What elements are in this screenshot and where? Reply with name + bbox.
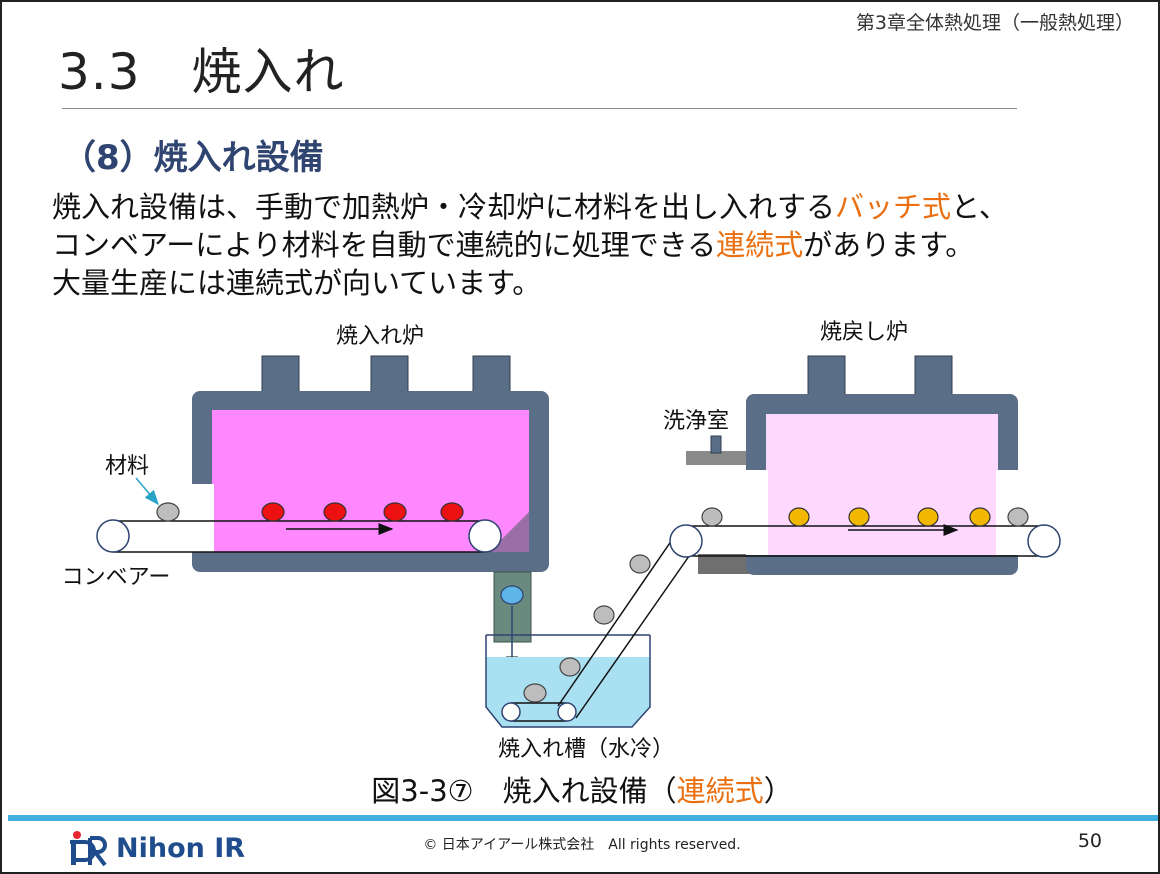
body-line-1-end: と、 [951,190,1008,224]
figure-caption: 図3-3⑦ 焼入れ設備（連続式） [2,768,1158,810]
hot-part [440,502,464,522]
temper-roller-right [1027,524,1061,558]
temper-chimney-2 [914,355,953,401]
hot-part [261,502,285,522]
temper-furnace-chamber [766,414,998,555]
company-logo: Nihon IR [68,828,245,868]
body-line-1: 焼入れ設備は、手動で加熱炉・冷却炉に材料を出し入れするバッチ式と、 [52,188,1008,226]
caption-end: ） [763,774,793,808]
tempered-part [788,507,810,527]
logo-text: Nihon IR [116,832,246,864]
temper-furnace [746,355,1018,575]
page-title: 3.3 焼入れ [58,43,345,101]
temper-furnace-exit [996,470,1018,555]
quench-furnace-label: 焼入れ炉 [336,324,424,349]
body-line-2-end: があります。 [803,228,975,262]
title-divider [62,108,1017,109]
conveyor-roller-left [96,519,130,553]
batch-type-highlight: バッチ式 [835,190,952,224]
tempered-part [848,507,870,527]
footer-bar [8,815,1158,821]
tank-roller-right [557,702,577,722]
conveyor-roller-right [468,519,502,553]
temper-chimney-1 [807,355,846,401]
cold-part [629,554,651,574]
tempered-part [969,507,991,527]
continuous-type-highlight: 連続式 [716,228,804,262]
cold-part [559,657,581,677]
dropping-part [500,585,524,605]
incline-conveyor [501,533,695,722]
cold-part [1007,507,1029,527]
temper-conveyor [669,524,1061,558]
section-subtitle: （8）焼入れ設備 [62,138,324,178]
hot-part [383,502,407,522]
hot-part [323,502,347,522]
nihon-ir-logo-icon [70,831,107,867]
material-pointer-arrow [135,477,159,506]
material-label: 材料 [105,454,149,479]
cold-part [593,605,615,625]
temper-furnace-label: 焼戻し炉 [820,320,908,345]
temper-furnace-entry [746,470,768,555]
cold-part [156,502,180,522]
copyright: © 日本アイアール株式会社 All rights reserved. [423,837,741,853]
wash-room-nozzle [710,435,722,454]
page-number: 50 [1077,830,1102,852]
conveyor-label: コンベアー [62,565,171,590]
temper-parts [701,507,1029,527]
body-line-3: 大量生産には連続式が向いています。 [52,266,542,300]
body-paragraph: 焼入れ設備は、手動で加熱炉・冷却炉に材料を出し入れするバッチ式と、 コンベアーに… [52,188,1008,302]
caption-highlight: 連続式 [676,774,764,808]
wash-room-roof [686,451,748,465]
wash-room-floor [698,554,754,574]
chapter-label: 第3章全体熱処理（一般熱処理） [855,12,1134,34]
caption-text: 図3-3⑦ 焼入れ設備（ [371,774,677,808]
quench-furnace-entry [192,484,214,552]
body-line-2-text: コンベアーにより材料を自動で連続的に処理できる [52,228,717,262]
body-line-2: コンベアーにより材料を自動で連続的に処理できる連続式があります。 [52,226,1008,264]
cold-part [523,683,547,703]
temper-roller-left [669,524,703,558]
wash-room-label: 洗浄室 [663,409,729,434]
quench-tank-label: 焼入れ槽（水冷） [498,737,674,762]
quench-furnace [192,355,549,572]
tank-roller-left [501,702,521,722]
quench-conveyor [96,519,502,553]
quench-parts [156,502,464,522]
tempered-part [917,507,939,527]
cold-part [701,507,723,527]
body-line-1-text: 焼入れ設備は、手動で加熱炉・冷却炉に材料を出し入れする [52,190,836,224]
